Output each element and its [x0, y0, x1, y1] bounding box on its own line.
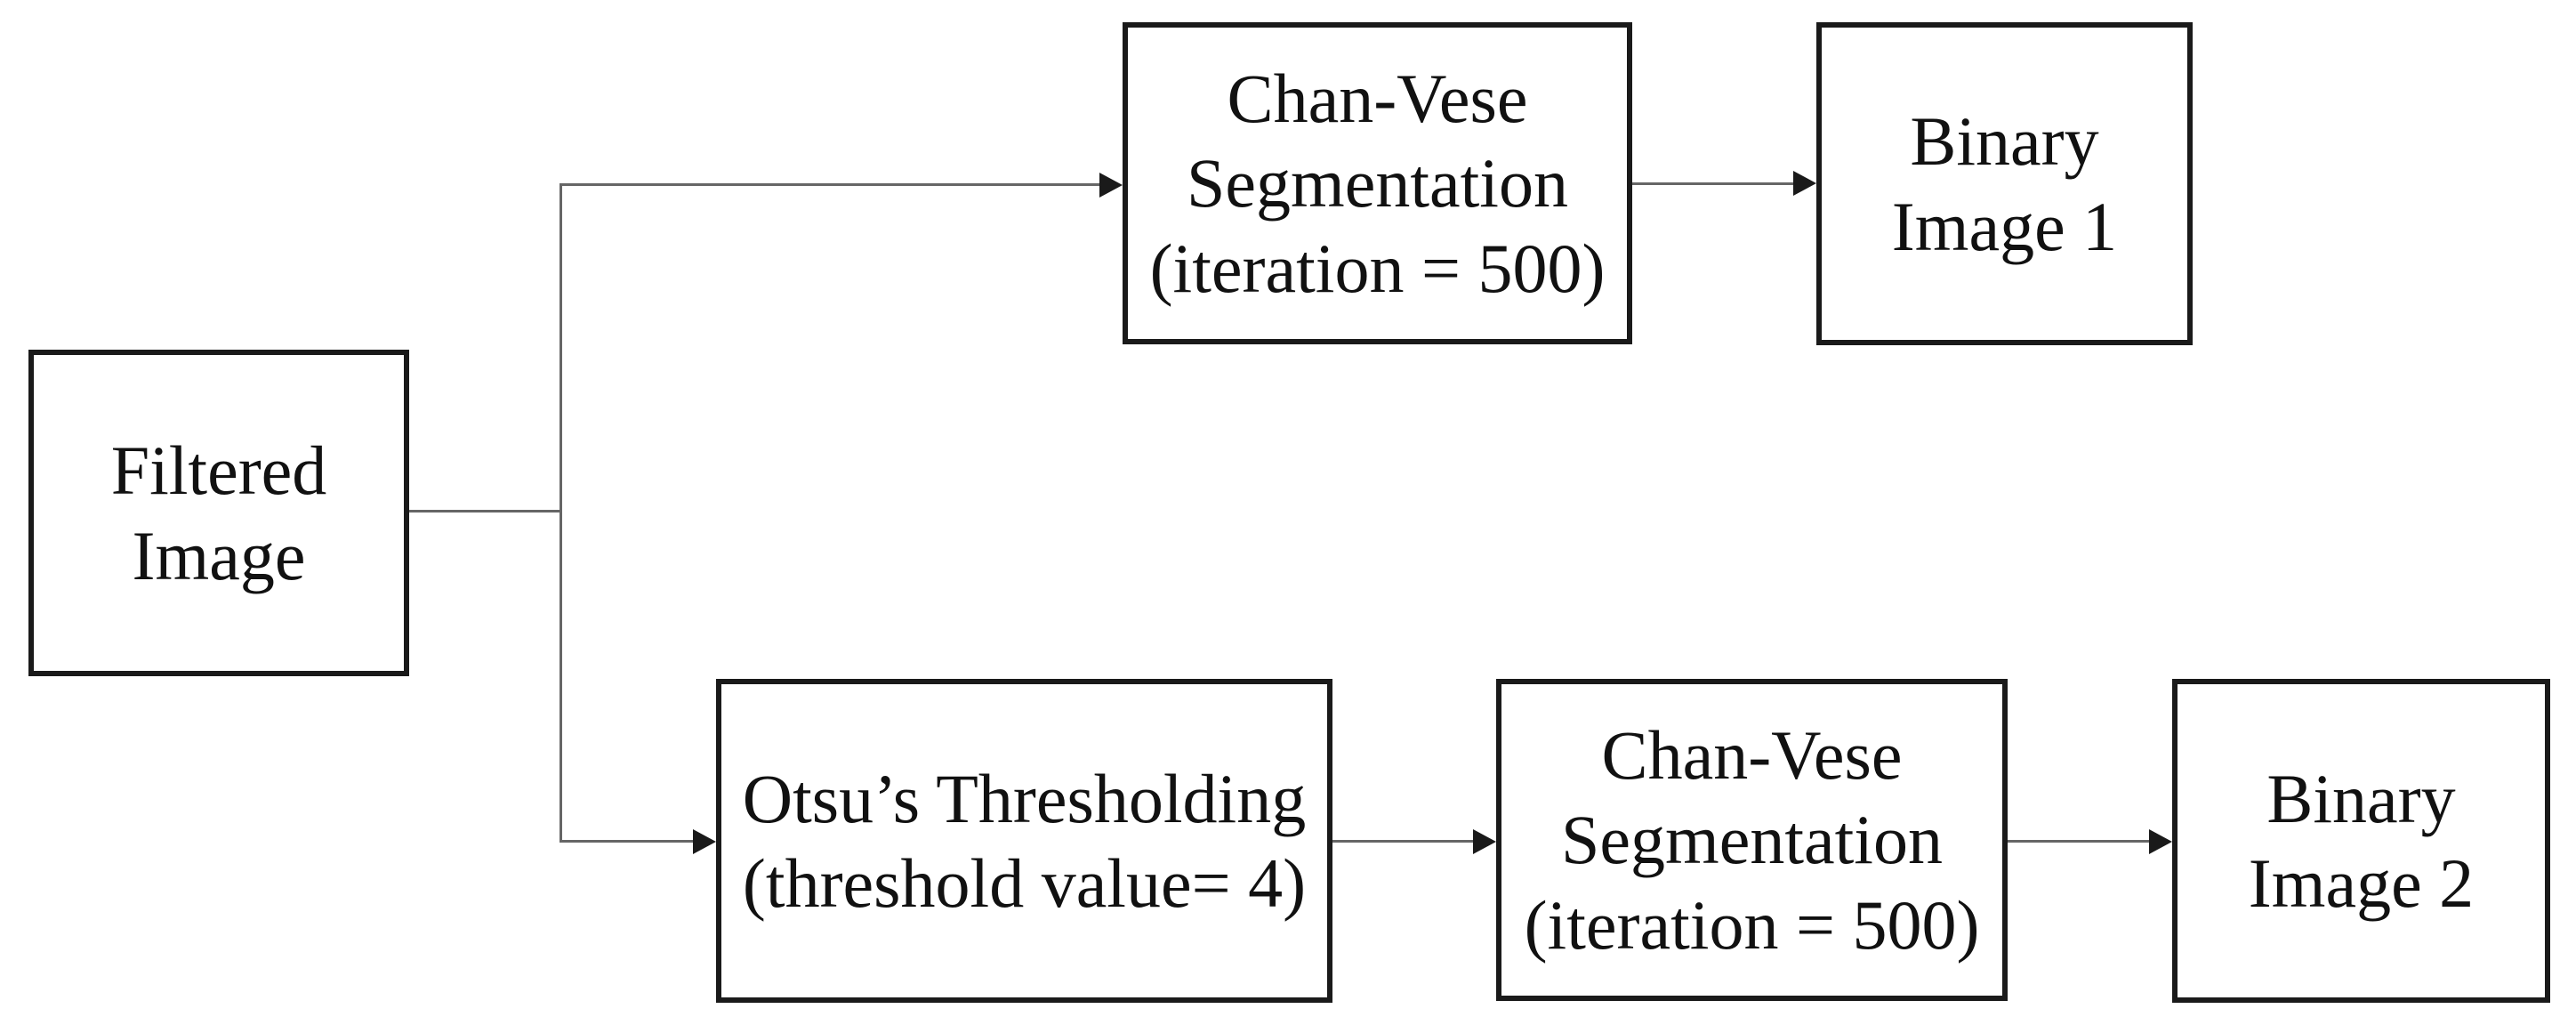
node-binary-image-2-label: Binary Image 2: [2248, 759, 2475, 922]
arrowhead-to-binary2: [2149, 829, 2172, 854]
node-chan-vese-segmentation-bottom: Chan-Vese Segmentation (iteration = 500): [1496, 679, 2008, 1001]
arrowhead-to-chan-vese-bottom: [1473, 829, 1496, 854]
arrowhead-to-chan-vese-top: [1099, 173, 1123, 198]
node-otsu-thresholding: Otsu’s Thresholding (threshold value= 4): [716, 679, 1332, 1003]
connector-filtered-stem: [409, 510, 562, 512]
node-binary-image-1: Binary Image 1: [1816, 22, 2193, 345]
node-chan-vese-segmentation-bottom-label: Chan-Vese Segmentation (iteration = 500): [1524, 716, 1980, 964]
arrowhead-to-otsu: [693, 829, 716, 854]
connector-chan-vese-bottom-to-binary2: [2008, 840, 2151, 843]
connector-to-otsu: [559, 840, 695, 843]
arrowhead-to-binary1: [1793, 171, 1816, 196]
connector-otsu-to-chan-vese-bottom: [1332, 840, 1475, 843]
node-binary-image-2: Binary Image 2: [2172, 679, 2550, 1003]
node-filtered-image: Filtered Image: [28, 350, 409, 676]
node-otsu-thresholding-label: Otsu’s Thresholding (threshold value= 4): [742, 759, 1307, 922]
node-binary-image-1-label: Binary Image 1: [1891, 102, 2118, 265]
node-chan-vese-segmentation-top: Chan-Vese Segmentation (iteration = 500): [1123, 22, 1632, 344]
connector-to-chan-vese-top: [559, 183, 1101, 186]
connector-branch-vertical: [559, 183, 562, 843]
node-chan-vese-segmentation-top-label: Chan-Vese Segmentation (iteration = 500): [1149, 60, 1606, 307]
connector-chan-vese-top-to-binary1: [1632, 182, 1795, 185]
node-filtered-image-label: Filtered Image: [110, 432, 327, 594]
